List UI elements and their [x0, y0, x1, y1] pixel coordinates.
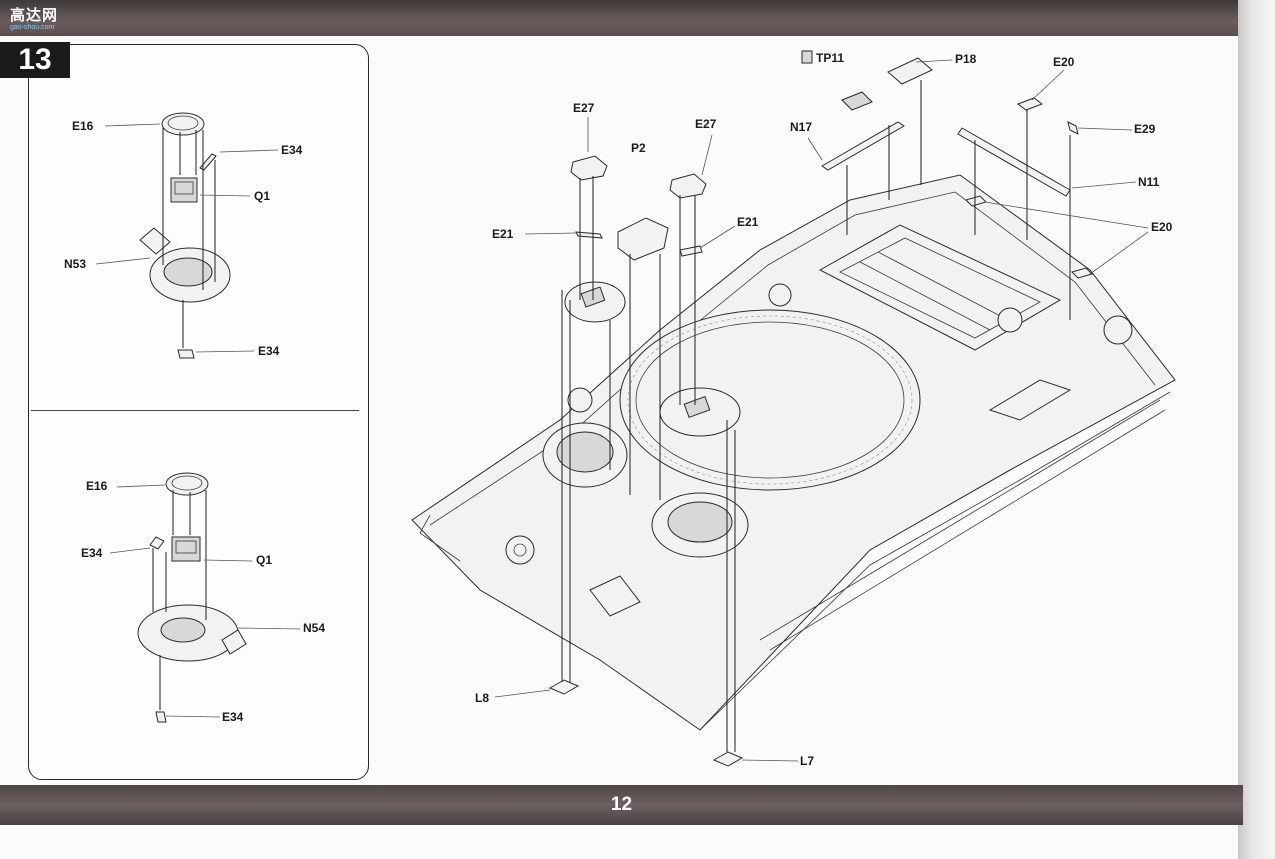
inset-top-labels: E16 E34 Q1 N53 E34: [64, 119, 303, 358]
floating-parts: [548, 57, 1093, 767]
logo-subtext: gao-shou.com: [10, 24, 55, 31]
bow-detail: [505, 535, 535, 565]
part-n54-opening: [160, 617, 206, 643]
page-edge: [1238, 0, 1275, 859]
deck-cap: [768, 283, 792, 307]
part-n17-rod: [821, 121, 905, 171]
label-e34-top-upper: E34: [281, 143, 303, 157]
label-e34-bottom-lower: E34: [222, 710, 244, 724]
page-number: 12: [610, 794, 633, 815]
step-number-badge: 13: [0, 42, 70, 78]
main-labels: TP11 P18 E20 E29 N17 N11 E20 E27 P2 E27 …: [475, 50, 1173, 768]
part-e34-lower: [177, 349, 195, 359]
rear-exhaust: [988, 379, 1072, 421]
part-p2-shield: [617, 217, 669, 261]
part-n53-opening: [163, 257, 213, 287]
label-l8: L8: [475, 691, 489, 705]
part-e34-lower-b: [155, 711, 167, 723]
part-l8: [548, 679, 580, 695]
part-e27-right: [669, 173, 707, 199]
inset-top-hatch-assembly: [95, 112, 279, 359]
label-p2: P2: [631, 141, 646, 155]
part-n53-tab: [139, 227, 171, 255]
part-q1-window: [174, 181, 194, 195]
label-n11: N11: [1138, 175, 1160, 189]
part-e34-upper-b: [149, 536, 165, 550]
label-q1-bottom: Q1: [256, 553, 272, 567]
part-e20-right: [1071, 267, 1093, 279]
assembly-drawing: E16 E34 Q1 N53 E34 E16 E34 Q1 N54 E34: [64, 50, 1176, 768]
assembly-guides: [561, 80, 1071, 752]
part-e34-upper: [199, 153, 217, 171]
turret-ring-inner: [635, 321, 905, 479]
label-e34-top-lower: E34: [258, 344, 280, 358]
label-q1-top: Q1: [254, 189, 270, 203]
main-leaders: [494, 59, 1149, 762]
label-e16-bottom: E16: [86, 479, 108, 493]
hull-upper-assembly: [411, 174, 1176, 731]
bottom-band: [0, 785, 1243, 825]
part-e21-left: [575, 231, 603, 239]
label-n17: N17: [790, 120, 812, 134]
inset-bottom-labels: E16 E34 Q1 N54 E34: [81, 479, 325, 724]
part-e29: [1067, 121, 1079, 135]
part-l7: [712, 751, 744, 767]
label-e20-right: E20: [1151, 220, 1173, 234]
part-tp11: [841, 91, 873, 111]
part-n54-tab: [221, 629, 247, 655]
label-e20-top: E20: [1053, 55, 1075, 69]
label-e21-left: E21: [492, 227, 514, 241]
watermark-logo: 高达网 gao-shou.com: [6, 4, 72, 34]
label-e27-right: E27: [695, 117, 717, 131]
label-n54: N54: [303, 621, 325, 635]
top-band: [0, 0, 1243, 36]
label-p18: P18: [955, 52, 977, 66]
part-e16-lid-b: [165, 472, 209, 496]
label-e16-top: E16: [72, 119, 94, 133]
inset-bottom-hatch-assembly: [109, 472, 301, 723]
part-e20-top: [1016, 97, 1044, 111]
label-tp11: TP11: [816, 51, 844, 65]
part-e16-rim: [167, 115, 199, 131]
tow-fixture: [589, 575, 641, 617]
part-e16-lid: [161, 112, 205, 136]
rear-cap: [997, 307, 1023, 333]
label-n53: N53: [64, 257, 86, 271]
logo-text: 高达网: [10, 7, 59, 24]
part-e27-left: [570, 155, 608, 181]
label-e21-right: E21: [737, 215, 759, 229]
tp-parts-icon: [801, 50, 813, 64]
front-cap: [567, 387, 593, 413]
label-e29: E29: [1134, 122, 1156, 136]
label-e34-bottom-upper: E34: [81, 546, 103, 560]
part-p18: [887, 57, 933, 85]
label-l7: L7: [800, 754, 814, 768]
label-e27-left: E27: [573, 101, 595, 115]
inset-divider: [31, 410, 359, 411]
rear-fitting: [1103, 315, 1133, 345]
part-e21-right: [679, 245, 703, 257]
part-n11-bar: [957, 127, 1071, 197]
